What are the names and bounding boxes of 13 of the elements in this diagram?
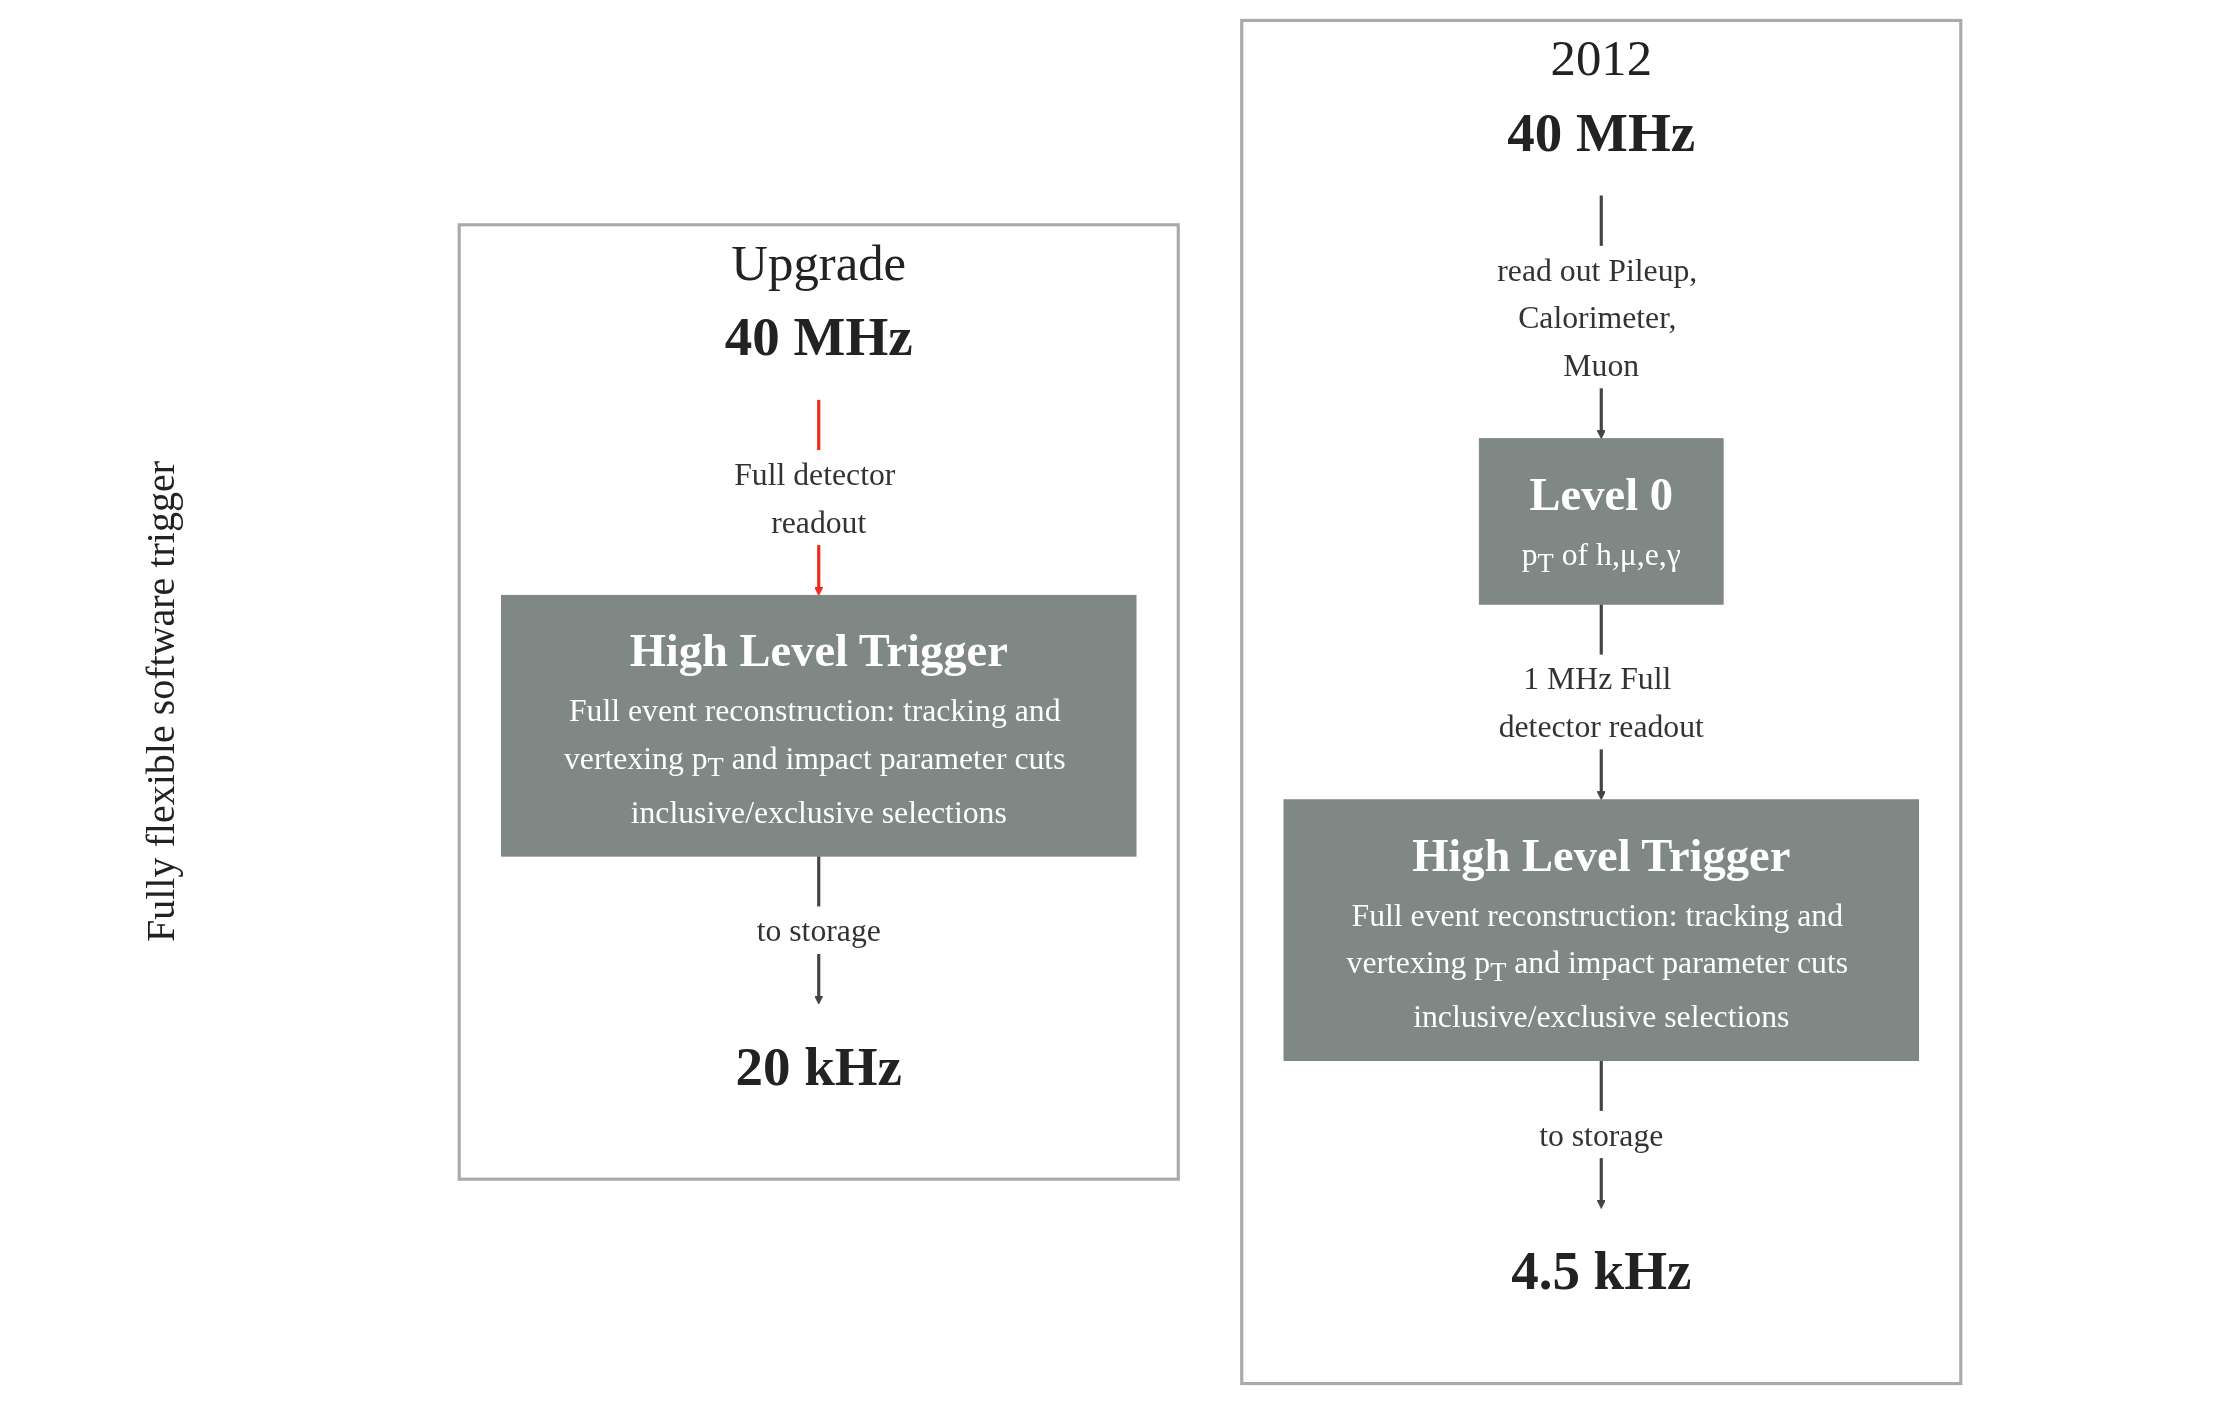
edge-label: to storage — [756, 912, 881, 948]
node-text: 40 MHz — [1507, 101, 1696, 163]
edge-label: 1 MHz Full detector readout — [1498, 660, 1704, 743]
edge-label: Full detector readout — [734, 455, 896, 539]
node-text: 20 kHz — [735, 1035, 902, 1096]
node-text: 40 MHz — [724, 306, 913, 367]
node-box: Level 0 p$_{T}$ of h,μ,e,γ — [1478, 437, 1724, 605]
node-box: High Level Trigger Full event reconstruction: tracking and vertexing p$_{T}$ and impact parameter cuts inclusive/exclusive selections — [500, 594, 1137, 857]
node-box: High Level Trigger Full event reconstruction: tracking and vertexing p$_{T}$ and impact parameter cuts inclusive/exclusive selections — [1283, 798, 1920, 1061]
node-text: 4.5 kHz — [1511, 1239, 1692, 1301]
edge-label: to storage — [1539, 1116, 1664, 1152]
side-note: Fully flexible software trigger — [136, 461, 184, 942]
edge-label: read out Pileup, Calorimeter, Muon — [1497, 251, 1698, 382]
